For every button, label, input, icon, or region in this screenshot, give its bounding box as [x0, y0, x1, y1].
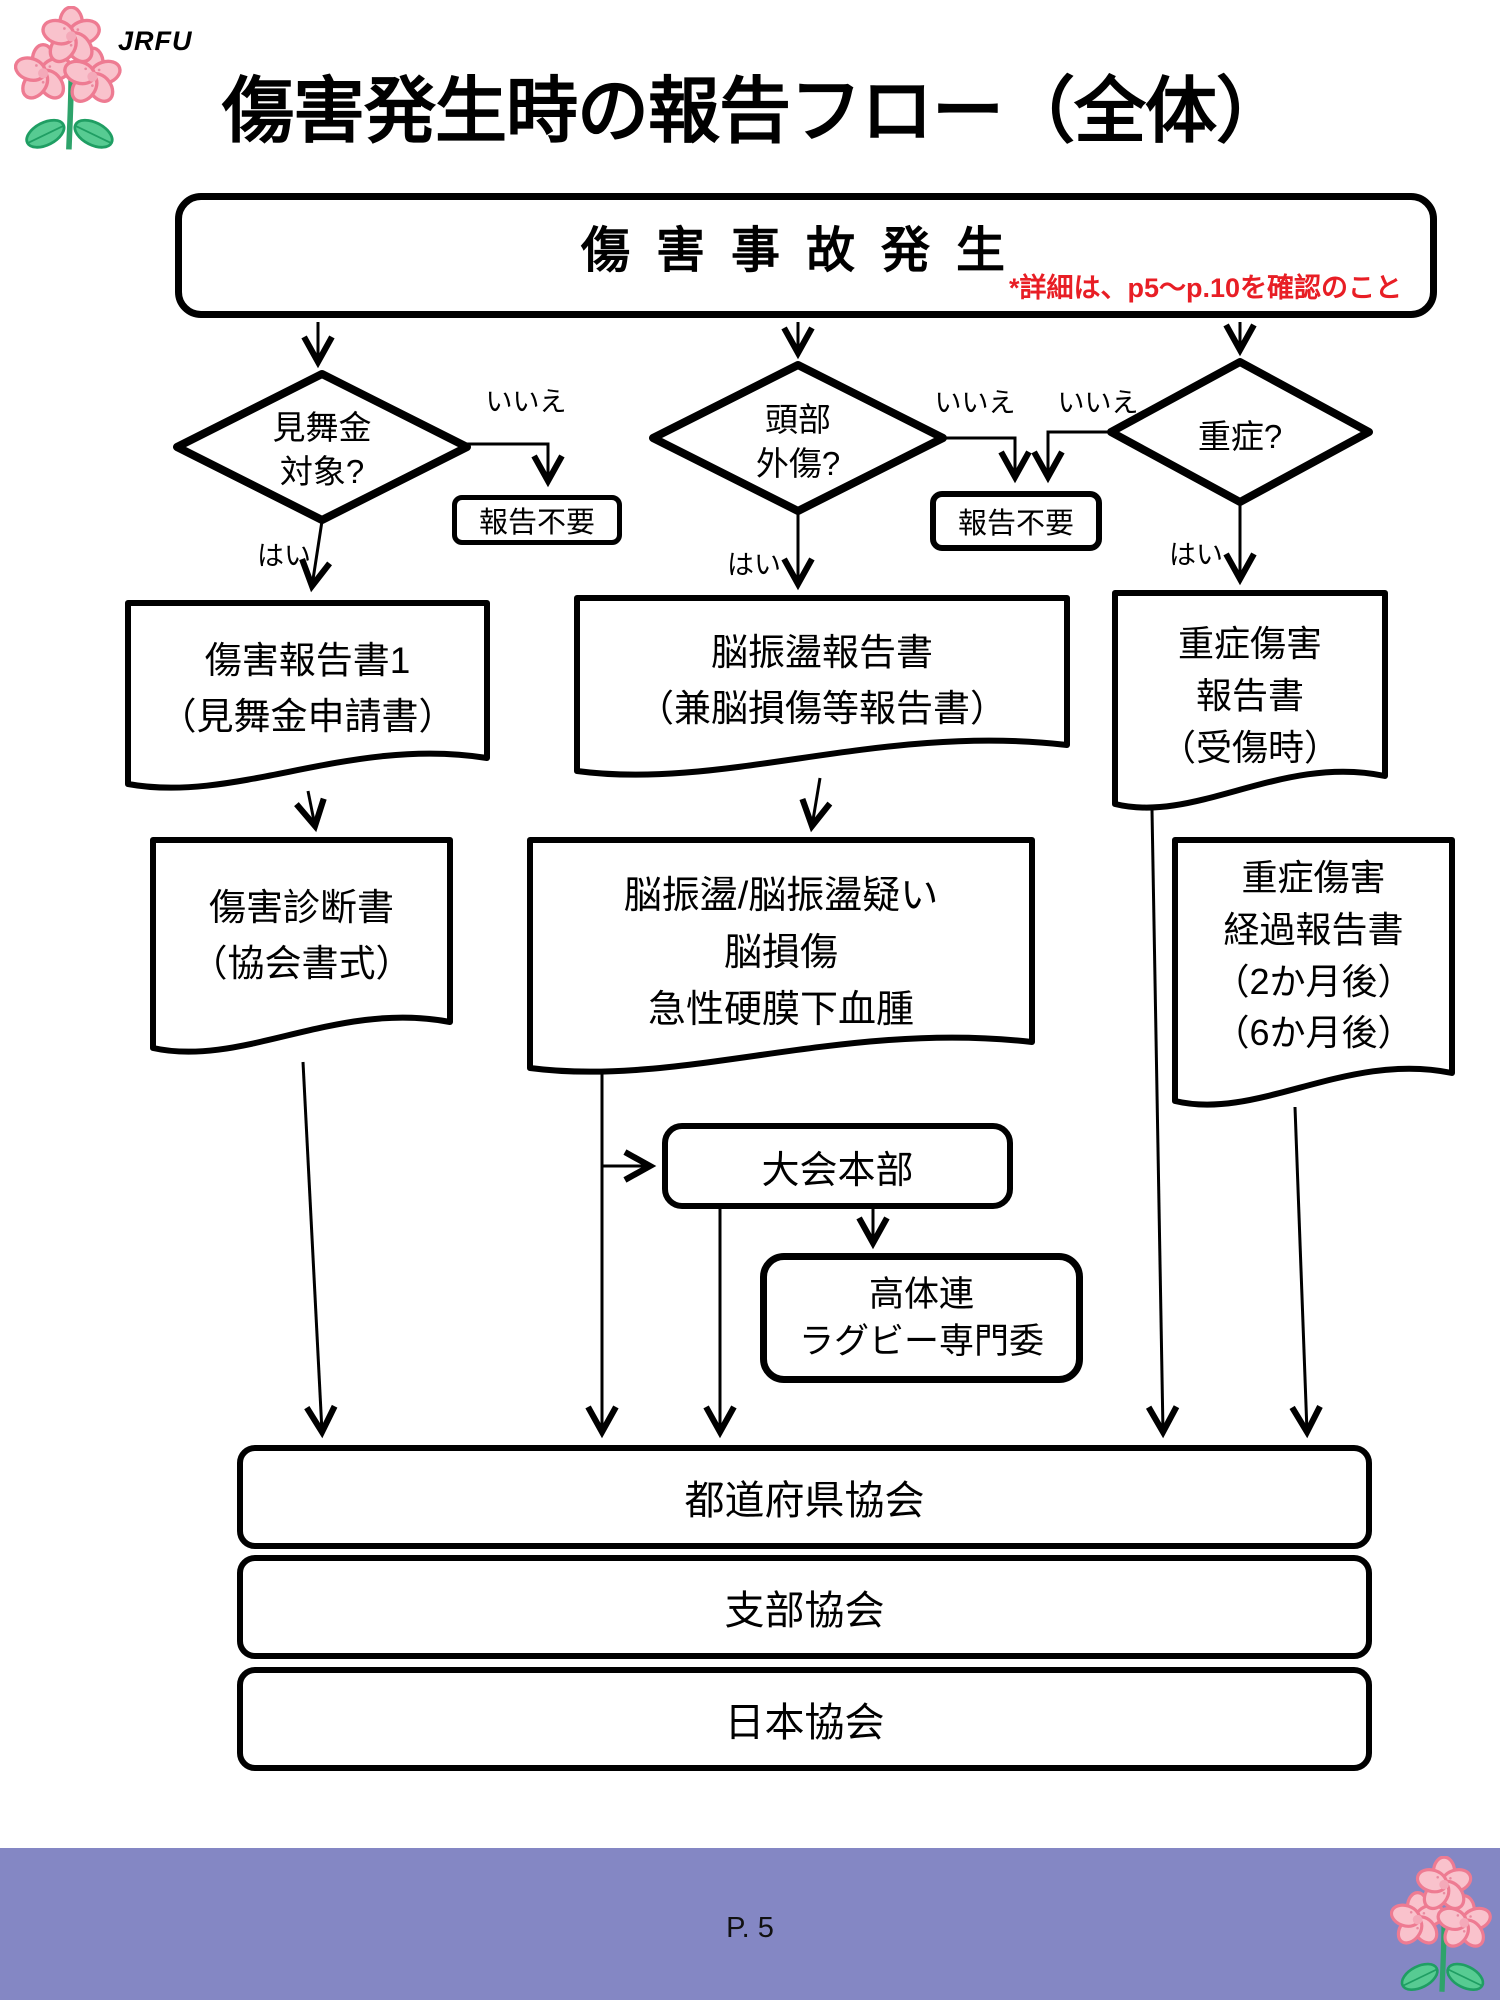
connector-noshinto-to-detail: [799, 777, 833, 833]
terminal-no-report-2: 報告不要: [930, 491, 1102, 551]
page-title: 傷害発生時の報告フロー（全体）: [222, 72, 1288, 152]
edge-label-no-3: いいえ: [1057, 388, 1139, 418]
edge-label-no-1: いいえ: [485, 387, 567, 417]
footer-bar: [0, 1848, 1500, 2000]
terminal-no-report-1: 報告不要: [452, 495, 622, 545]
jrfu-sakura-logo-icon: [14, 6, 126, 154]
node-kotairen: 高体連 ラグビー専門委: [760, 1253, 1083, 1383]
edge-label-no-2: いいえ: [934, 388, 1016, 418]
connector-jushohokoku-to-todofuken: [1145, 809, 1180, 1439]
connector-hokoku1-to-shindan: [294, 790, 327, 833]
edge-label-yes-2: はい: [727, 550, 781, 580]
connector-toubu-no: [943, 436, 1032, 484]
edge-label-yes-1: はい: [257, 541, 311, 571]
connector-keika-to-todofuken: [1289, 1106, 1323, 1439]
node-taikai-honbu: 大会本部: [662, 1123, 1013, 1209]
detail-reference-note: *詳細は、p5～p.10を確認のこと: [1008, 273, 1402, 303]
node-shibu-kyokai: 支部協会: [237, 1555, 1372, 1659]
decision-label-toubu: 頭部 外傷?: [755, 401, 841, 482]
decision-label-mimaikin: 見舞金 対象?: [272, 409, 372, 490]
document-shogai-hokoku1: 傷害報告書1 （見舞金申請書）: [159, 640, 456, 737]
document-noshinto-detail: 脳振盪/脳振盪疑い 脳損傷 急性硬膜下血腫: [623, 875, 939, 1031]
footer-sakura-flower-icon: [1390, 1856, 1496, 1996]
page-number: P. 5: [726, 1912, 774, 1944]
connector-mimaikin-no: [467, 442, 565, 488]
node-todofuken-kyokai: 都道府県協会: [237, 1445, 1372, 1549]
start-node-injury-accident: 傷害事故発生 *詳細は、p5～p.10を確認のこと: [175, 193, 1437, 318]
document-jusho-hokoku: 重症傷害 報告書 （受傷時）: [1159, 623, 1340, 768]
decision-label-jusho: 重症?: [1197, 418, 1283, 455]
node-nihon-kyokai: 日本協会: [237, 1667, 1372, 1771]
jrfu-logo-text: JRFU: [118, 26, 193, 56]
connector-jusho-no: [1031, 430, 1111, 484]
document-shogai-shindan: 傷害診断書 （協会書式）: [190, 887, 413, 984]
document-jusho-keika: 重症傷害 経過報告書 （2か月後） （6か月後）: [1213, 857, 1414, 1054]
edge-label-yes-3: はい: [1169, 540, 1223, 570]
document-noshinto-hokoku: 脳振盪報告書 （兼脳損傷等報告書）: [637, 632, 1007, 729]
start-node-label: 傷害事故発生: [580, 224, 1031, 278]
connector-shindan-to-todofuken: [301, 1061, 338, 1439]
